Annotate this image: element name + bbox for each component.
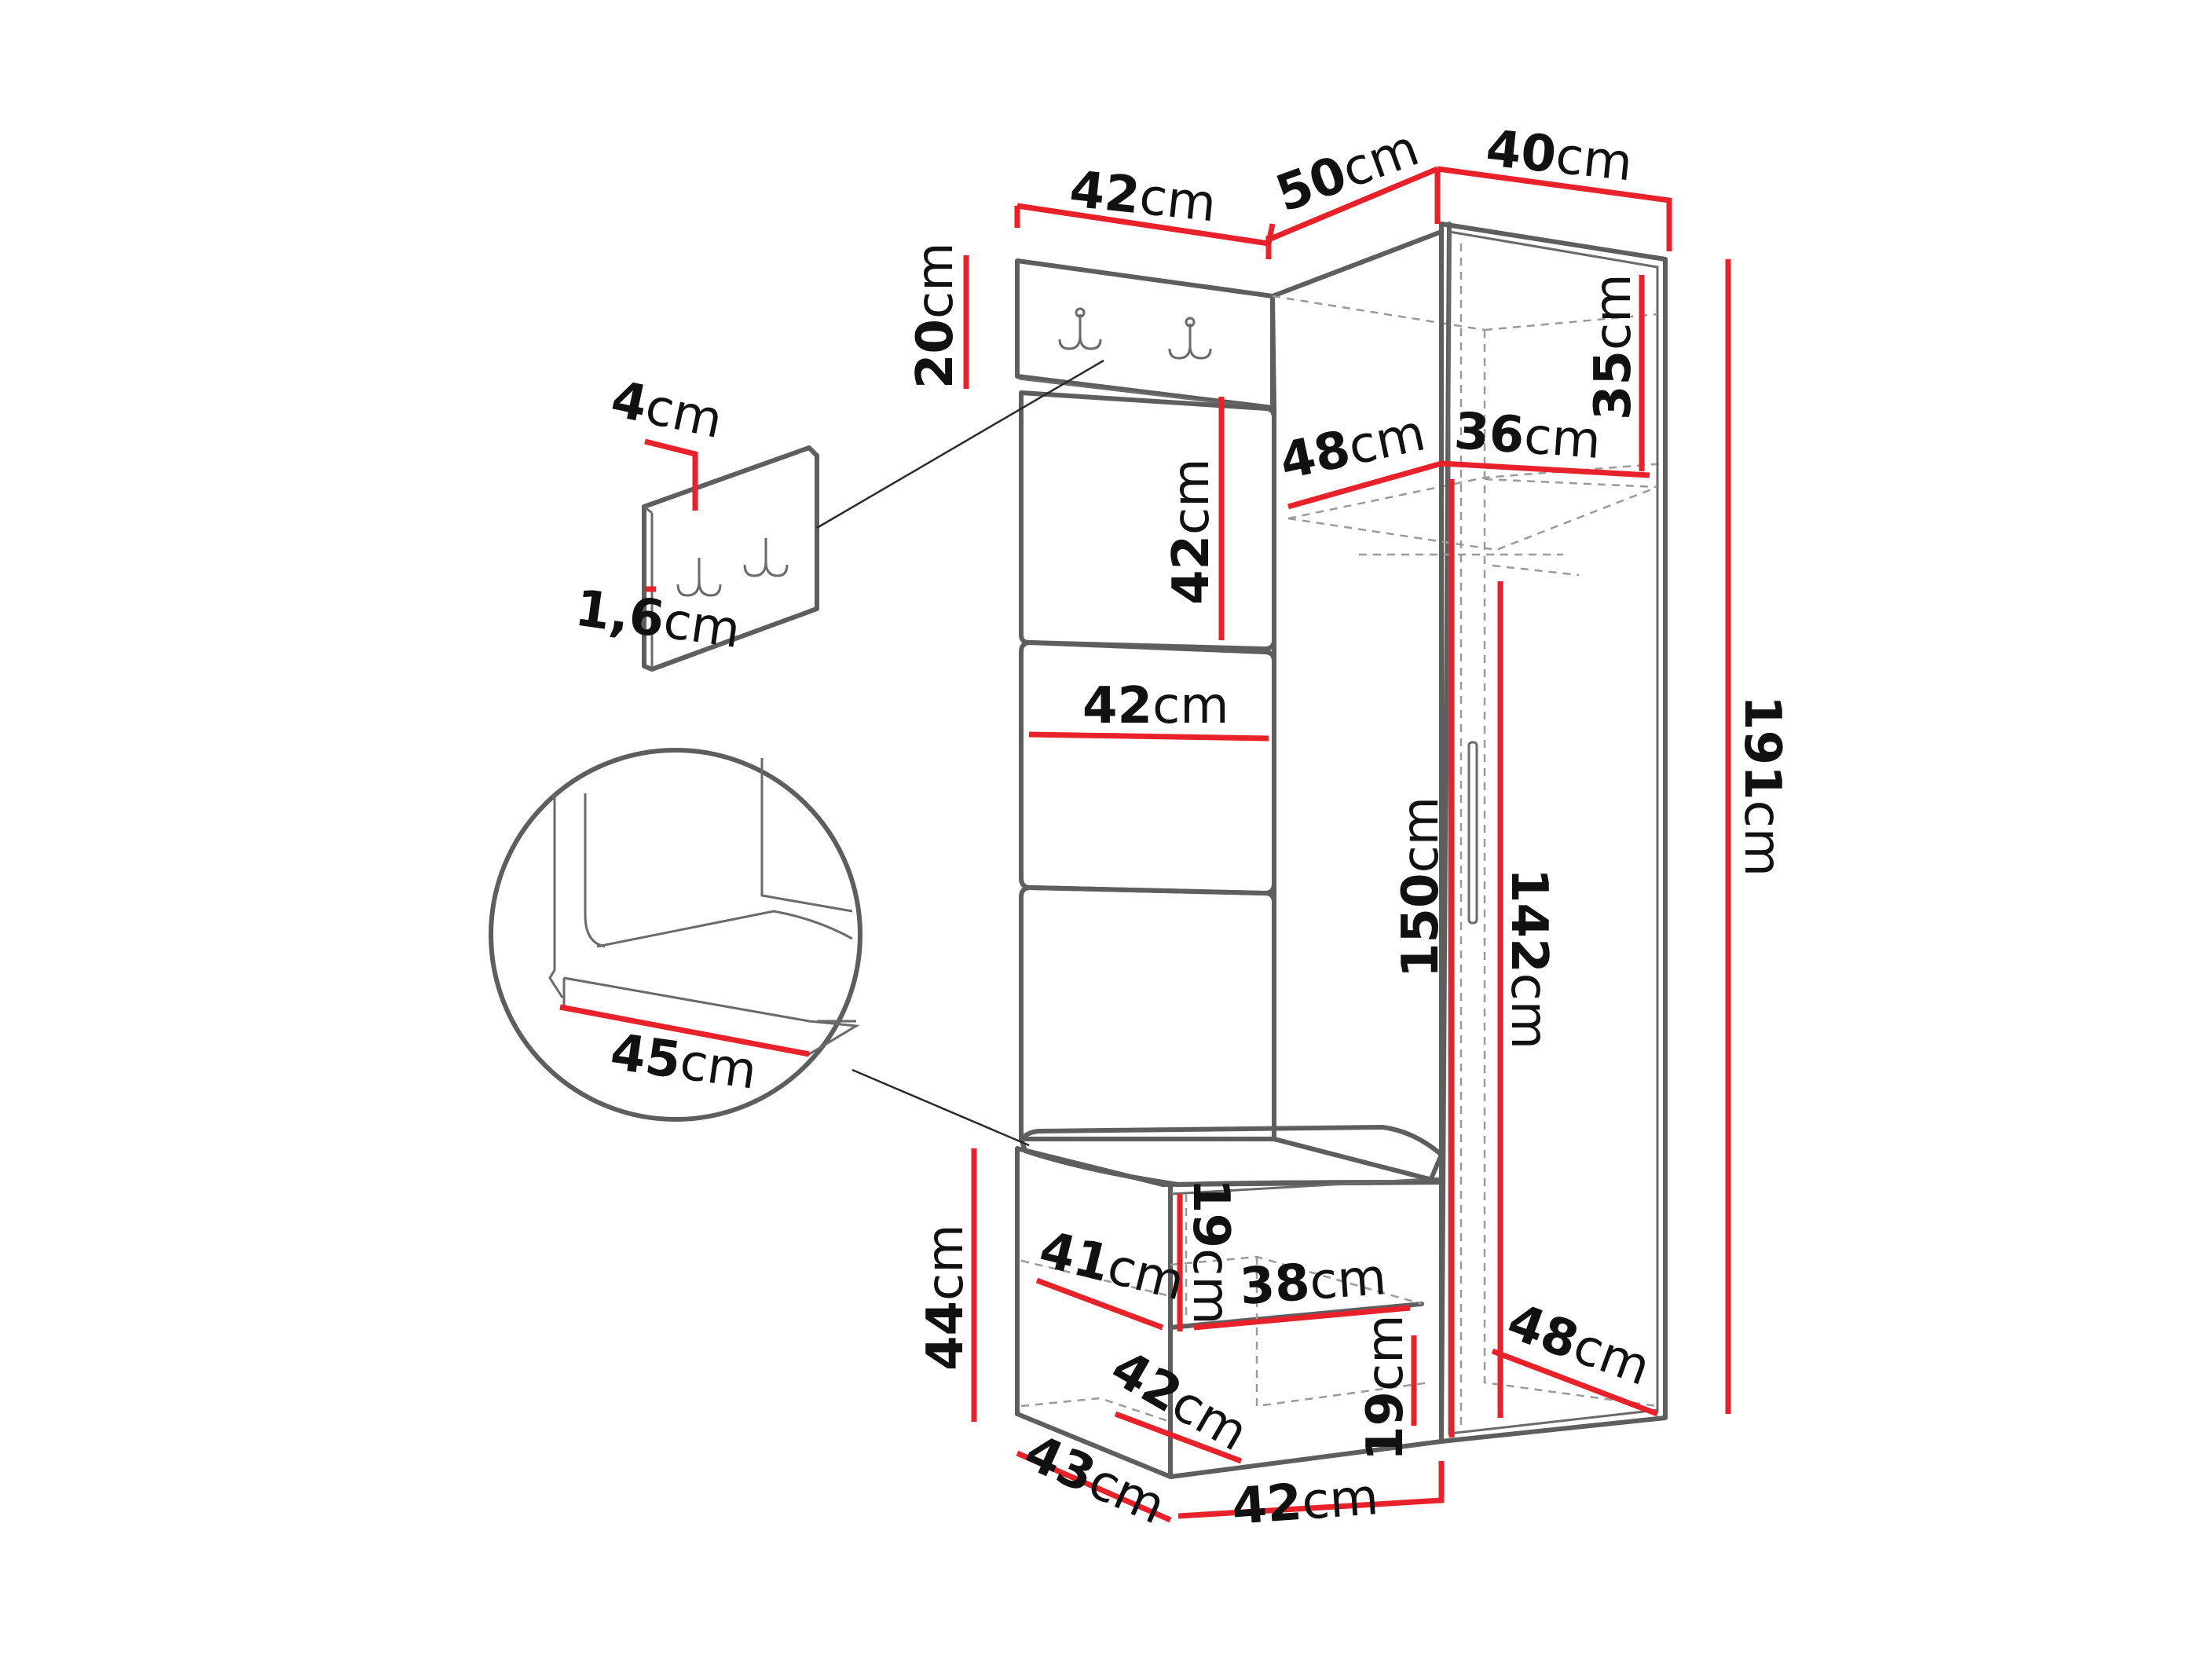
coat-hook-icon xyxy=(1168,317,1212,360)
label-top-left-width: 42cm xyxy=(1067,160,1218,233)
label-upper-panel-height: 42cm xyxy=(1163,458,1221,605)
label-shelf-width: 36cm xyxy=(1452,402,1602,471)
label-bench-height: 44cm xyxy=(917,1224,975,1371)
label-hook-depth: 4cm xyxy=(606,370,727,450)
label-hook-panel-height: 20cm xyxy=(906,242,965,389)
label-upper-niche-height: 19cm xyxy=(1181,1178,1240,1325)
label-shelf-depth: 48cm xyxy=(1275,404,1430,491)
coat-hook-icon xyxy=(1058,307,1102,350)
label-inner-shelf-width: 38cm xyxy=(1238,1248,1388,1317)
label-total-height: 191cm xyxy=(1733,695,1791,877)
label-top-right-width: 40cm xyxy=(1483,119,1635,192)
label-seat-cushion-width: 45cm xyxy=(607,1024,760,1101)
label-upper-shelf-depth: 41cm xyxy=(1034,1221,1190,1313)
label-wardrobe-door-height: 150cm xyxy=(1392,797,1450,978)
label-hook-thickness: 1,6cm xyxy=(572,580,744,661)
label-wardrobe-top-height: 35cm xyxy=(1584,273,1643,420)
label-lower-shelf-depth: 42cm xyxy=(1101,1339,1258,1463)
coat-hook-icon xyxy=(676,558,722,597)
label-lower-niche-height: 19cm xyxy=(1357,1314,1415,1461)
label-middle-panel-width: 42cm xyxy=(1082,677,1229,735)
label-bench-depth: 43cm xyxy=(1016,1423,1174,1536)
door-handle xyxy=(1467,741,1478,925)
hook-panel xyxy=(1015,258,1275,410)
label-rail-height: 142cm xyxy=(1500,868,1558,1049)
upholstered-panel-lower xyxy=(1019,885,1276,1141)
upholstered-panel-upper xyxy=(1019,390,1276,651)
coat-hook-icon xyxy=(743,538,789,577)
hook-detail-inset xyxy=(642,359,1104,672)
dimension-lines xyxy=(559,166,1731,1523)
seat-detail-inset xyxy=(489,748,1030,1147)
seat-cushion xyxy=(1019,1125,1444,1187)
label-bench-width: 42cm xyxy=(1230,1468,1380,1536)
